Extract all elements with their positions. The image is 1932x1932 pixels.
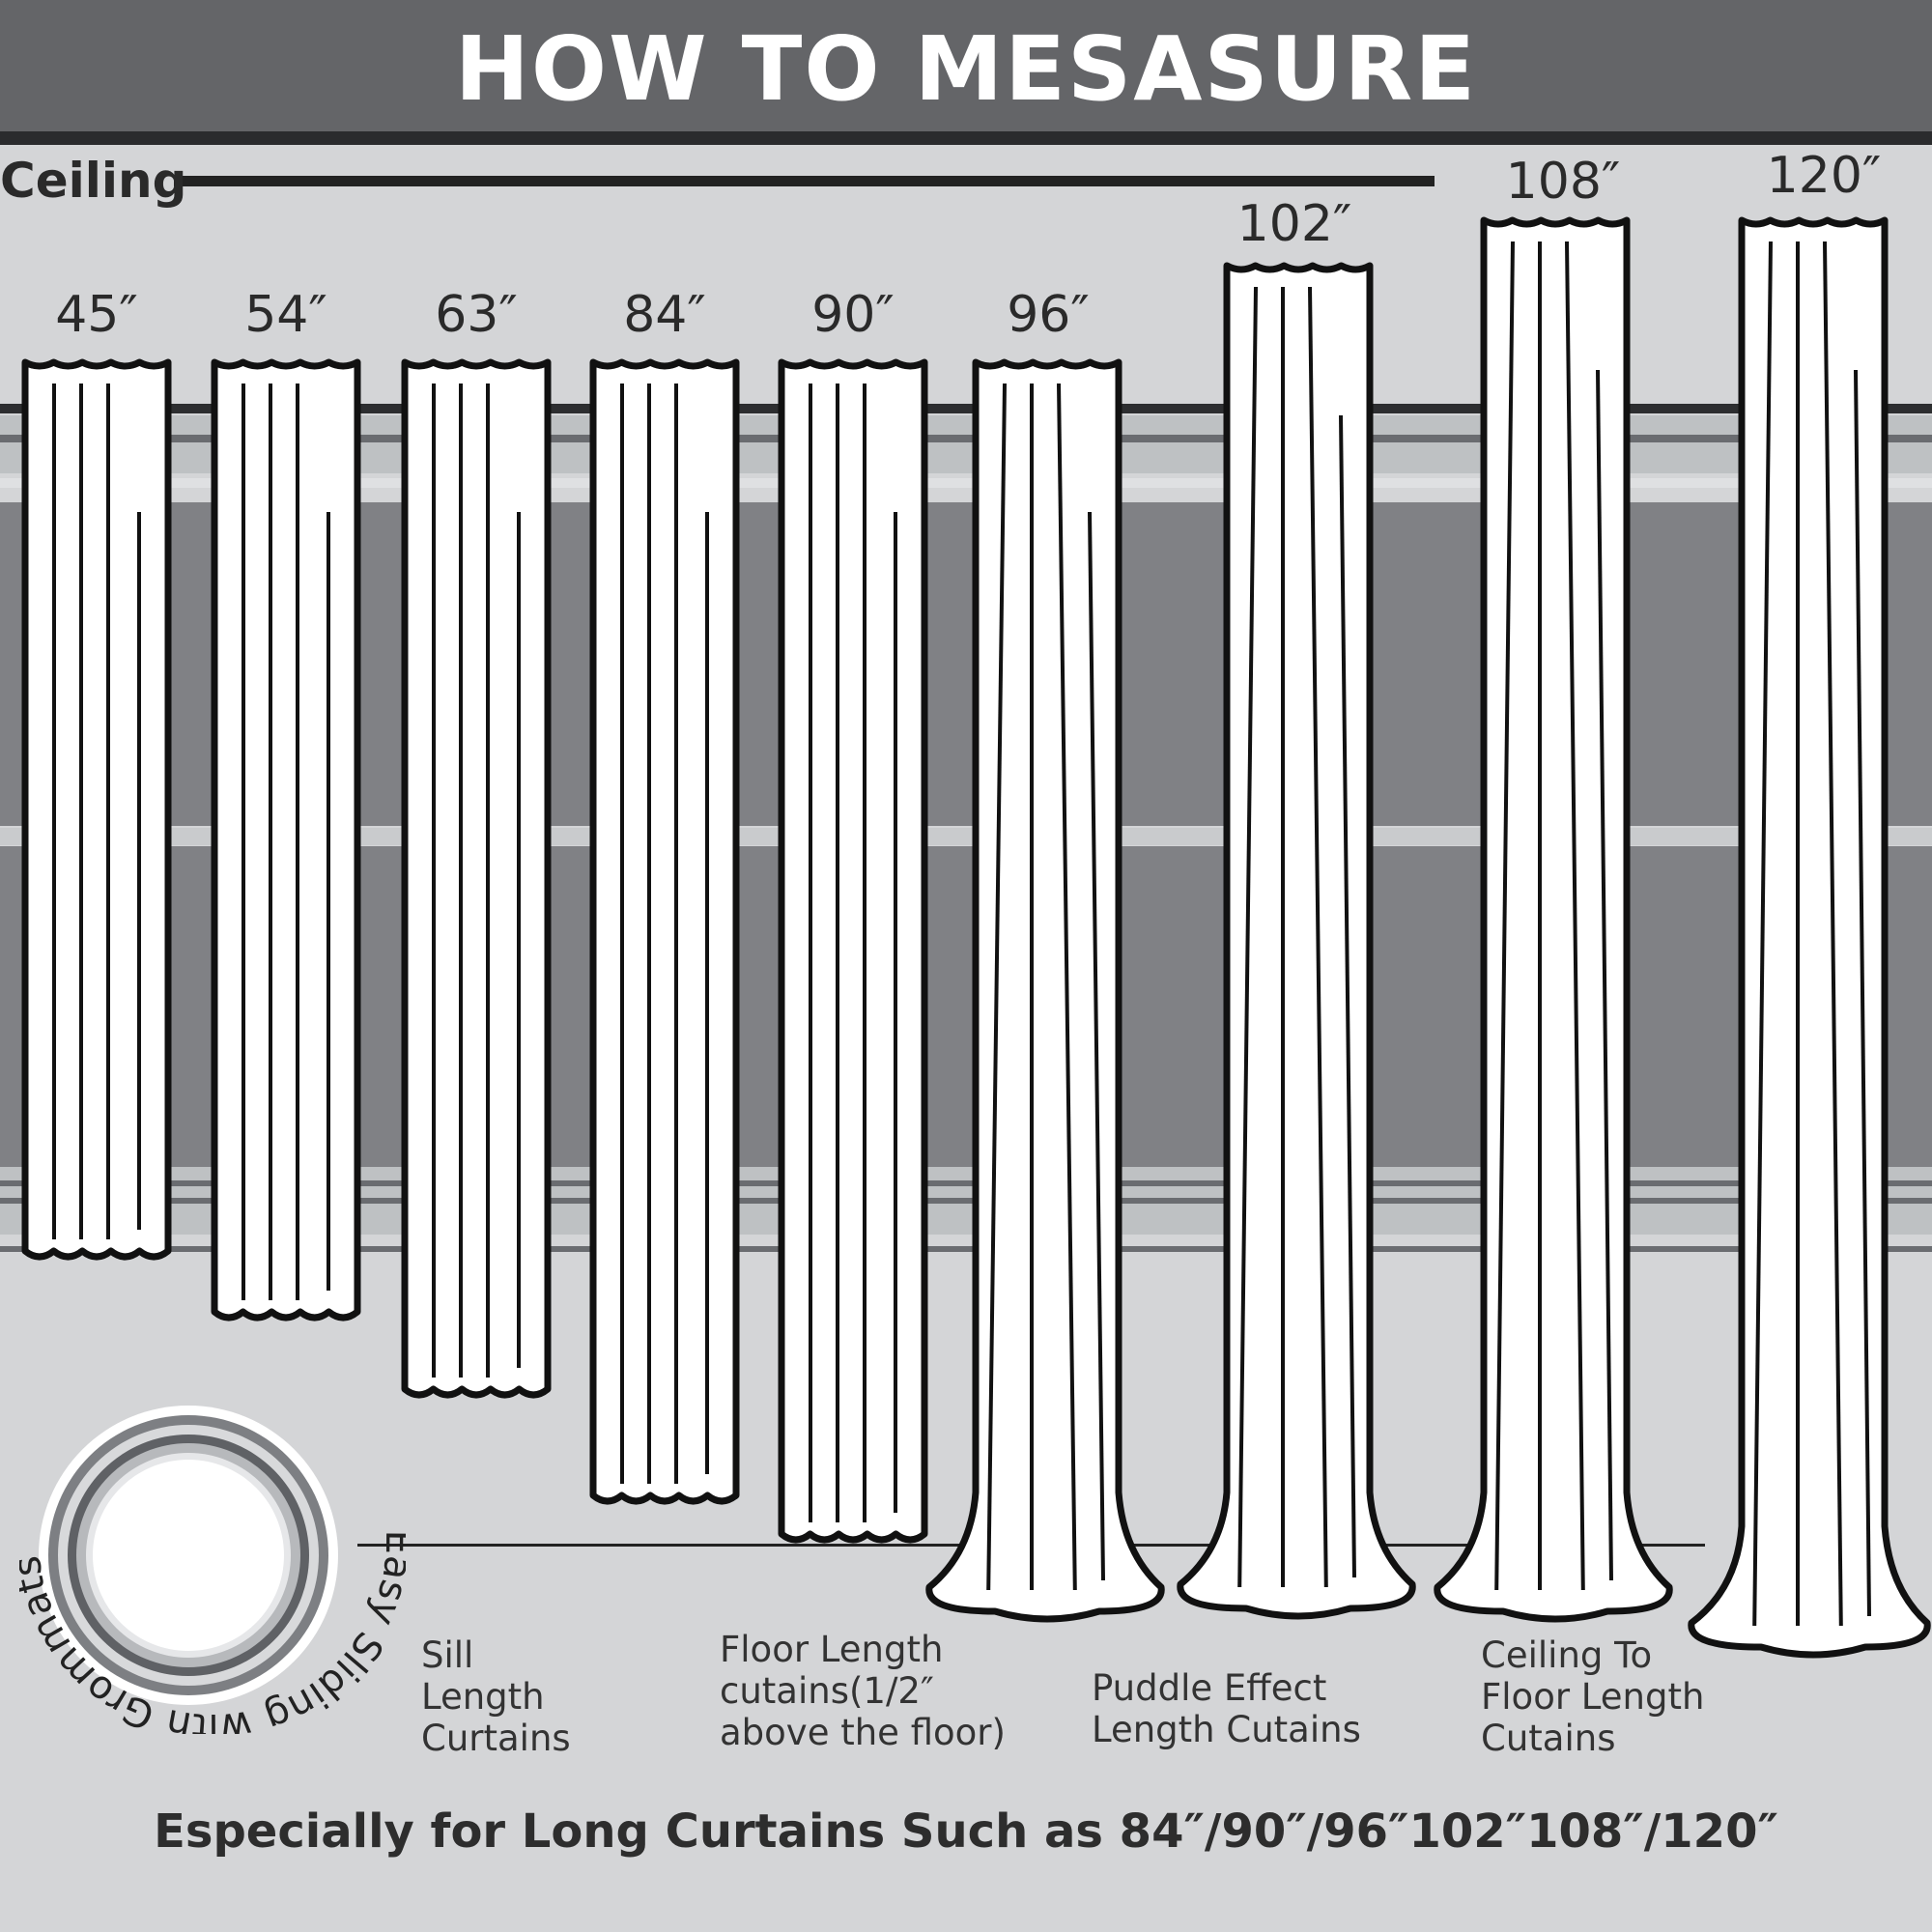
window-frame-line — [0, 1180, 1932, 1186]
curtain-pleat-line — [1596, 369, 1613, 1581]
size-label-102: 102″ — [1236, 195, 1352, 253]
caption-ceiling-to-floor: Ceiling To Floor Length Cutains — [1481, 1634, 1705, 1759]
curtain-pleat-line — [1494, 241, 1515, 1591]
curtain-pleat-line — [1088, 511, 1105, 1581]
window-frame-line — [0, 1198, 1932, 1204]
page-title: HOW TO MESASURE — [454, 17, 1478, 121]
caption-puddle-effect: Puddle Effect Length Cutains — [1092, 1667, 1361, 1750]
curtain-panel-45 — [21, 358, 172, 1261]
window-frame-line — [0, 435, 1932, 442]
curtain-panel-96 — [925, 358, 1165, 1623]
curtain-rod — [0, 404, 1932, 413]
curtain-panel-54 — [211, 358, 361, 1321]
footer-note: Especially for Long Curtains Such as 84″… — [154, 1804, 1778, 1859]
size-label-54: 54″ — [244, 286, 327, 344]
curtain-panel-63 — [401, 358, 552, 1399]
curtain-pleat-line — [1237, 286, 1258, 1588]
size-label-45: 45″ — [55, 286, 138, 344]
curtain-pleat-line — [1752, 241, 1773, 1627]
curtain-panel-108 — [1434, 216, 1673, 1623]
curtain-panel-120 — [1688, 216, 1931, 1659]
size-label-90: 90″ — [811, 286, 895, 344]
size-label-84: 84″ — [623, 286, 706, 344]
curtain-pleat-line — [1565, 241, 1585, 1591]
size-label-120: 120″ — [1766, 147, 1882, 205]
grommet-badge: Easy Sliding with Grommats — [19, 1406, 406, 1734]
curtain-panel-90 — [778, 358, 928, 1544]
size-label-63: 63″ — [435, 286, 518, 344]
grommet-ring-icon — [48, 1415, 328, 1695]
curtain-pleat-line — [986, 383, 1007, 1591]
caption-floor-length: Floor Length cutains(1/2″ above the floo… — [720, 1629, 1006, 1753]
curtain-pleat-line — [1823, 241, 1843, 1627]
curtain-pleat-line — [1057, 383, 1077, 1591]
window-sill-line — [0, 1246, 1932, 1252]
curtain-panel-84 — [589, 358, 740, 1505]
curtain-panel-102 — [1177, 262, 1416, 1620]
curtain-pleat-line — [1339, 414, 1356, 1578]
size-label-108: 108″ — [1505, 153, 1621, 211]
ceiling-label: Ceiling — [0, 153, 187, 209]
curtain-pleat-line — [1854, 369, 1871, 1617]
ceiling-line — [174, 176, 1435, 186]
header-bar — [0, 0, 1932, 145]
caption-sill-length: Sill Length Curtains — [421, 1634, 571, 1759]
size-label-96: 96″ — [1007, 286, 1090, 344]
window-frame-line — [0, 478, 1932, 488]
curtain-pleat-line — [1308, 286, 1328, 1588]
